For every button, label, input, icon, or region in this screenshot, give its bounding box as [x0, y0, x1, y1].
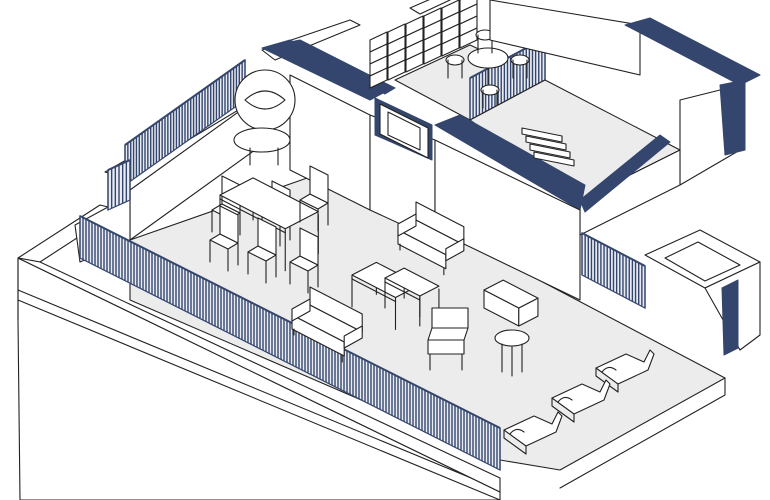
room-divider-wall: [434, 139, 581, 301]
dining-chair: [445, 54, 465, 79]
rail-right-handrail: [581, 232, 646, 267]
armchair-front: [427, 307, 469, 371]
rail-back-handrail: [124, 59, 246, 146]
inner-dining-room: [394, 29, 546, 121]
doorway-inner: [387, 111, 421, 151]
sun-lounger-2: [551, 379, 611, 423]
right-room-back-wall: [489, 0, 641, 76]
dining-chair-front-mid: [247, 217, 277, 284]
sofa-front: [291, 286, 363, 363]
dining-chair-front-right: [289, 227, 319, 294]
kitchen-cabinets: [369, 0, 478, 89]
cabinet-drawer: [423, 43, 442, 65]
dining-chair-front-left: [209, 205, 239, 272]
side-stool: [494, 329, 530, 377]
railing-corner: [107, 159, 131, 211]
cabinet-drawer: [441, 35, 460, 57]
stairs: [521, 127, 575, 167]
railing-right: [581, 232, 646, 309]
pendant-lamp-icon: [233, 69, 296, 166]
round-table-top: [467, 47, 509, 69]
kitchen-wall-cap-inner: [289, 39, 396, 95]
armchair-right: [483, 279, 539, 327]
right-wall-cap-side: [719, 79, 746, 156]
cabinet-drawer: [369, 67, 388, 89]
right-planter: [581, 229, 761, 356]
slab-ledge-top: [17, 257, 501, 493]
planter-post: [721, 279, 739, 356]
sofa-back: [397, 201, 465, 276]
left-parapet: [74, 58, 501, 471]
cabinet-drawer: [405, 51, 424, 73]
dining-chair: [480, 84, 500, 109]
room-divider-cap-b: [579, 134, 671, 213]
stair-step: [529, 143, 571, 159]
rail-front-handrail: [79, 215, 501, 429]
room-divider-cap-a: [434, 114, 586, 211]
stair-step: [525, 135, 567, 151]
rail-corner-handrail: [107, 159, 131, 171]
stair-step: [533, 151, 575, 167]
planter-inner: [664, 241, 741, 282]
cabinet-drawer: [459, 27, 478, 49]
stair-step: [521, 127, 563, 143]
furniture-layer: [209, 69, 655, 455]
coffee-table-small: [384, 267, 440, 327]
dining-chair: [510, 54, 530, 79]
right-wall-cap-top: [624, 17, 761, 86]
right-room: [434, 0, 761, 301]
kitchen-sink: [409, 0, 451, 15]
dining-chair-side: [299, 165, 329, 232]
cabinet-drawer: [387, 59, 406, 81]
sun-lounger-3: [503, 411, 563, 455]
